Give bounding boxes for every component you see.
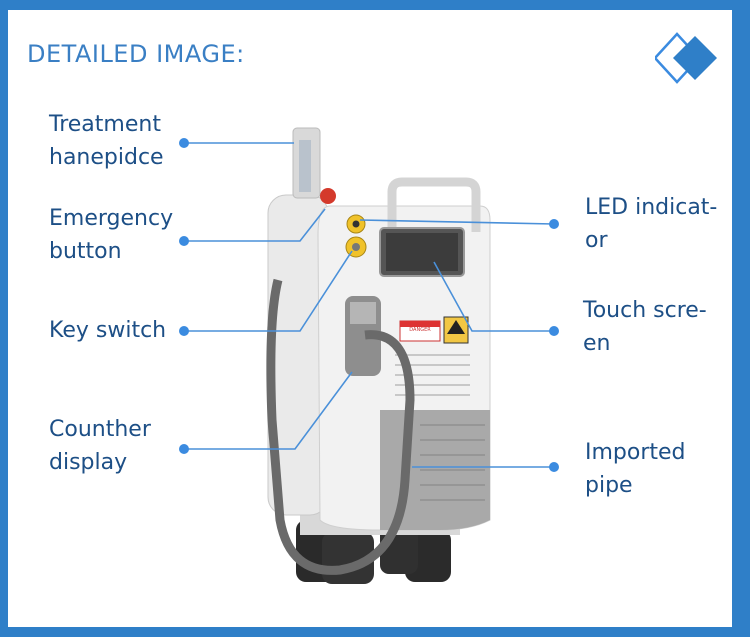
top-handle xyxy=(387,177,481,232)
label-led-indicator: LED indicat-or xyxy=(585,195,718,253)
label-touch-screen: Touch scre-en xyxy=(583,298,707,356)
diamond-deco-icon xyxy=(655,32,717,84)
page-title: DETAILED IMAGE: xyxy=(27,40,245,68)
emergency-button xyxy=(320,188,336,204)
danger-label: DANGER xyxy=(409,327,431,333)
imported-pipe xyxy=(266,278,415,575)
label-key-switch: Key switch xyxy=(49,318,167,343)
